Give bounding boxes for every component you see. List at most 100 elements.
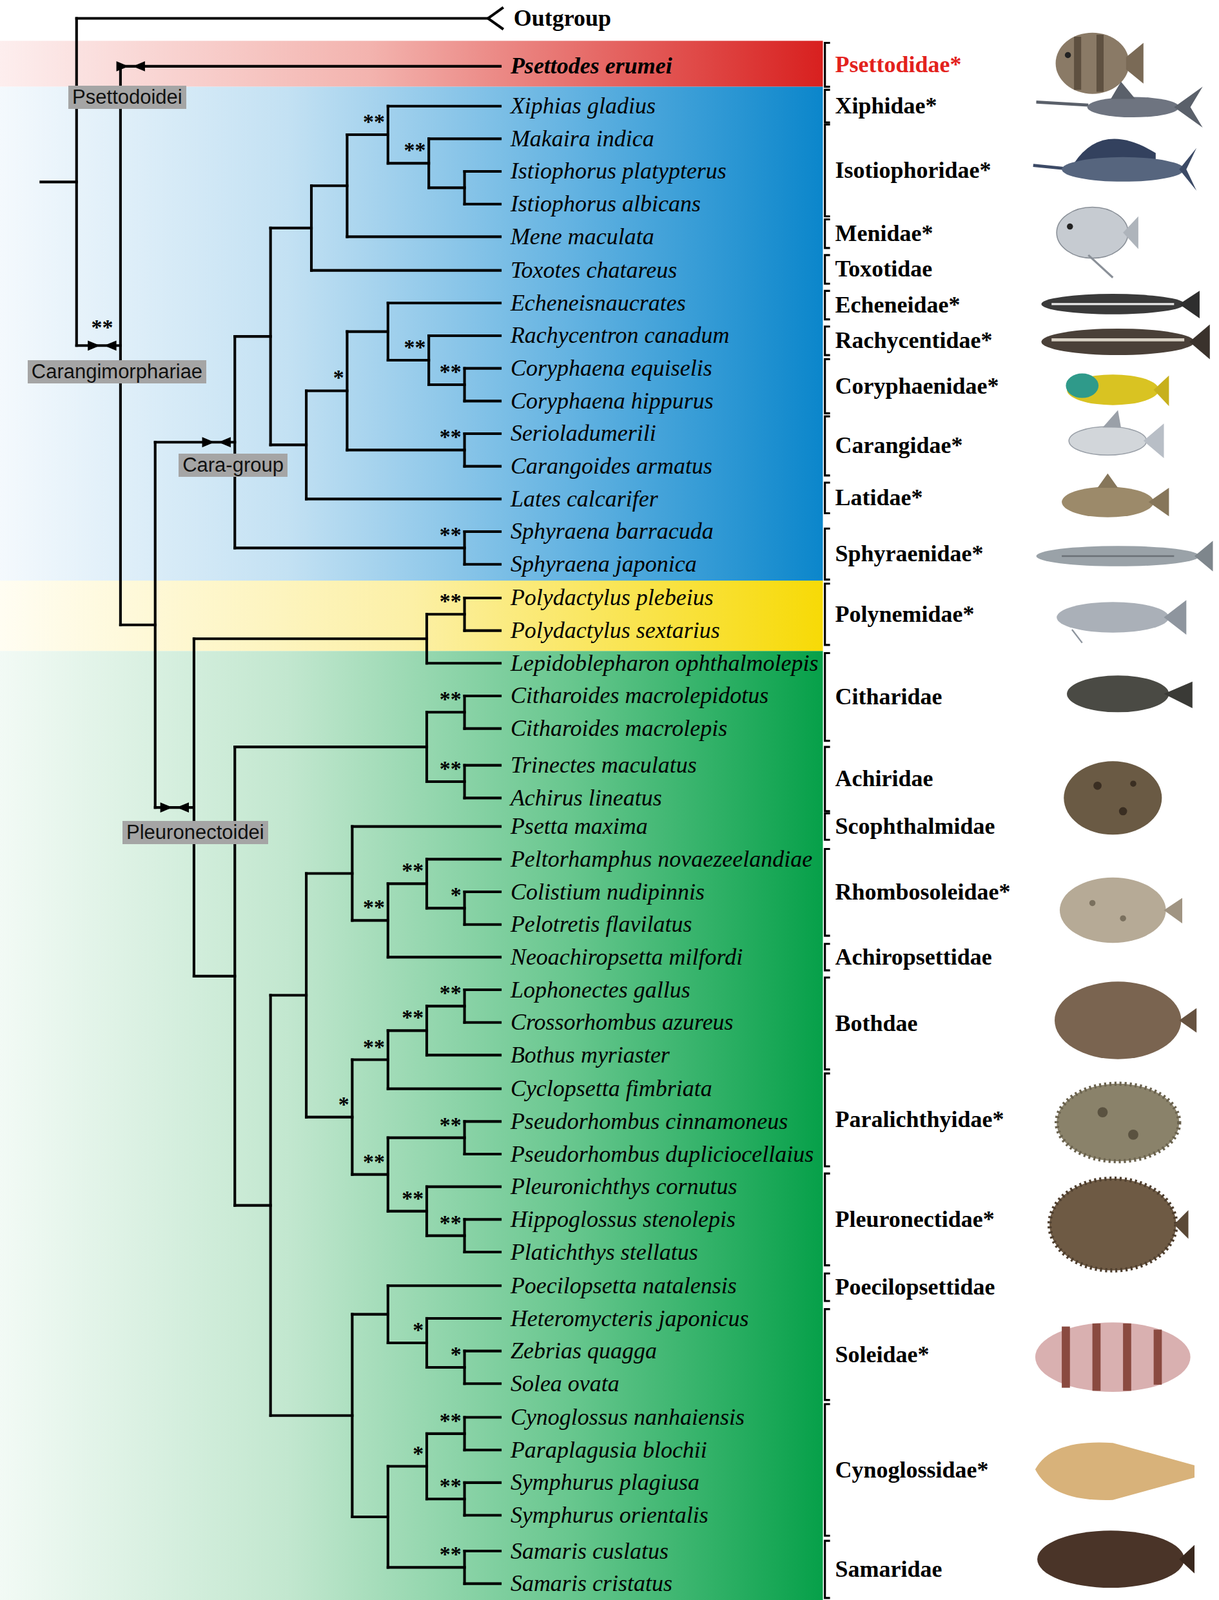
tree-branch: [233, 336, 236, 548]
tree-branch: [388, 161, 429, 165]
family-name: Latidae*: [835, 484, 924, 512]
jack-part: [1102, 410, 1122, 429]
family-brackets: [825, 43, 831, 1599]
bothid-fish-part: [1179, 1008, 1197, 1034]
tree-branch: [388, 1029, 427, 1033]
species-name: Platichthys stellatus: [510, 1239, 699, 1267]
family-bracket: [825, 1309, 831, 1401]
support-mark: *: [412, 1319, 424, 1342]
support-mark: *: [450, 884, 462, 907]
pleuronectoidei-band: [0, 651, 824, 1600]
tree-branch: [304, 874, 308, 1118]
tree-branch: [464, 367, 501, 371]
clade-marker: [116, 61, 129, 72]
family-bracket: [825, 747, 831, 812]
tree-branch: [306, 389, 347, 392]
tree-branch: [386, 883, 390, 958]
species-name: Bothus myriaster: [510, 1042, 670, 1069]
tree-branch: [426, 1186, 501, 1189]
tree-branch: [40, 180, 77, 184]
tree-branch: [306, 497, 501, 501]
family-name: Rachycentidae*: [835, 327, 993, 354]
species-name: Sphyraena barracuda: [510, 518, 714, 545]
tree-branch: [119, 66, 122, 626]
paralichthyid-fish-part: [1056, 1084, 1180, 1162]
tree-branch: [464, 1482, 501, 1485]
support-mark: **: [90, 316, 113, 339]
tree-branch: [463, 1219, 467, 1253]
tree-branch: [351, 1313, 388, 1317]
species-name: Sphyraena japonica: [510, 551, 697, 578]
support-mark: **: [439, 426, 462, 449]
remora-part: [1051, 302, 1174, 305]
family-bracket: [825, 849, 831, 937]
rhombosoleid-fish: [1059, 877, 1183, 944]
tree-branch: [388, 359, 429, 362]
support-mark: **: [439, 590, 462, 613]
support-mark: **: [403, 139, 426, 162]
support-mark: **: [362, 1036, 385, 1059]
tree-branch: [426, 780, 465, 784]
family-bracket: [825, 813, 831, 840]
species-name: Coryphaena equiselis: [510, 355, 713, 382]
family-name: Soleidae*: [835, 1342, 930, 1369]
swordfish-part: [1087, 96, 1180, 118]
tree-branch: [426, 1317, 501, 1321]
tree-branch: [311, 269, 501, 273]
pleuronectid-fish-part: [1173, 1210, 1189, 1239]
species-name: Hippoglossus stenolepis: [510, 1206, 736, 1234]
clade-label: Pleuronectoidei: [126, 821, 265, 844]
tree-branch: [345, 134, 349, 237]
tree-branch: [464, 563, 501, 566]
clade-marker: [87, 340, 100, 351]
moonfish-part: [1056, 206, 1129, 258]
tree-branch: [464, 170, 501, 173]
jack: [1068, 410, 1164, 459]
family-bracket: [825, 219, 831, 248]
family-bracket: [825, 528, 831, 580]
species-name: Crossorhombus azureus: [510, 1009, 734, 1036]
tree-branch: [464, 432, 501, 436]
barramundi-part: [1061, 486, 1154, 518]
tree-branch: [234, 546, 465, 550]
family-name: Scophthalmidae: [835, 813, 996, 840]
family-name: Citharidae: [835, 683, 943, 711]
tree-branch: [428, 137, 501, 140]
psettodes-fish-part: [1055, 32, 1130, 95]
swordfish-part: [1110, 81, 1136, 100]
species-name: Echeneisnaucrates: [510, 290, 686, 317]
species-name: Polydactylus plebeius: [510, 584, 714, 612]
tree-branch: [270, 443, 307, 447]
threadfin-part: [1072, 629, 1083, 644]
dolphinfish: [1065, 373, 1169, 407]
species-name: Poecilopsetta natalensis: [510, 1273, 737, 1300]
tree-branch: [464, 890, 501, 894]
family-bracket: [825, 1073, 831, 1167]
tree-branch: [487, 8, 503, 30]
tree-branch: [463, 765, 467, 799]
sole-fish-part: [1061, 1327, 1071, 1389]
achirid-fish-part: [1119, 807, 1128, 817]
family-name: Polynemidae*: [835, 601, 975, 628]
tree-branch: [350, 827, 354, 922]
outgroup-label: Outgroup: [513, 5, 612, 32]
species-name: Istiophorus platypterus: [510, 157, 727, 185]
tree-branch: [306, 872, 352, 875]
family-bracket: [825, 89, 831, 123]
support-mark: **: [439, 1410, 462, 1433]
tree-branches: [40, 8, 503, 1585]
tree-branch: [464, 764, 501, 768]
tree-branch: [350, 1315, 354, 1518]
tree-branch: [388, 1342, 427, 1345]
family-bracket: [825, 43, 831, 88]
tree-branch: [463, 1551, 467, 1585]
family-name: Coryphaenidae*: [835, 373, 1000, 400]
family-name: Sphyraenidae*: [835, 540, 984, 568]
support-mark: *: [338, 1093, 350, 1116]
samarid-fish-part: [1179, 1545, 1195, 1574]
psettodidae-band: [0, 40, 824, 87]
species-name: Neoachiropsetta milfordi: [510, 944, 743, 971]
tree-branch: [464, 1350, 501, 1354]
tree-branch: [194, 637, 427, 641]
